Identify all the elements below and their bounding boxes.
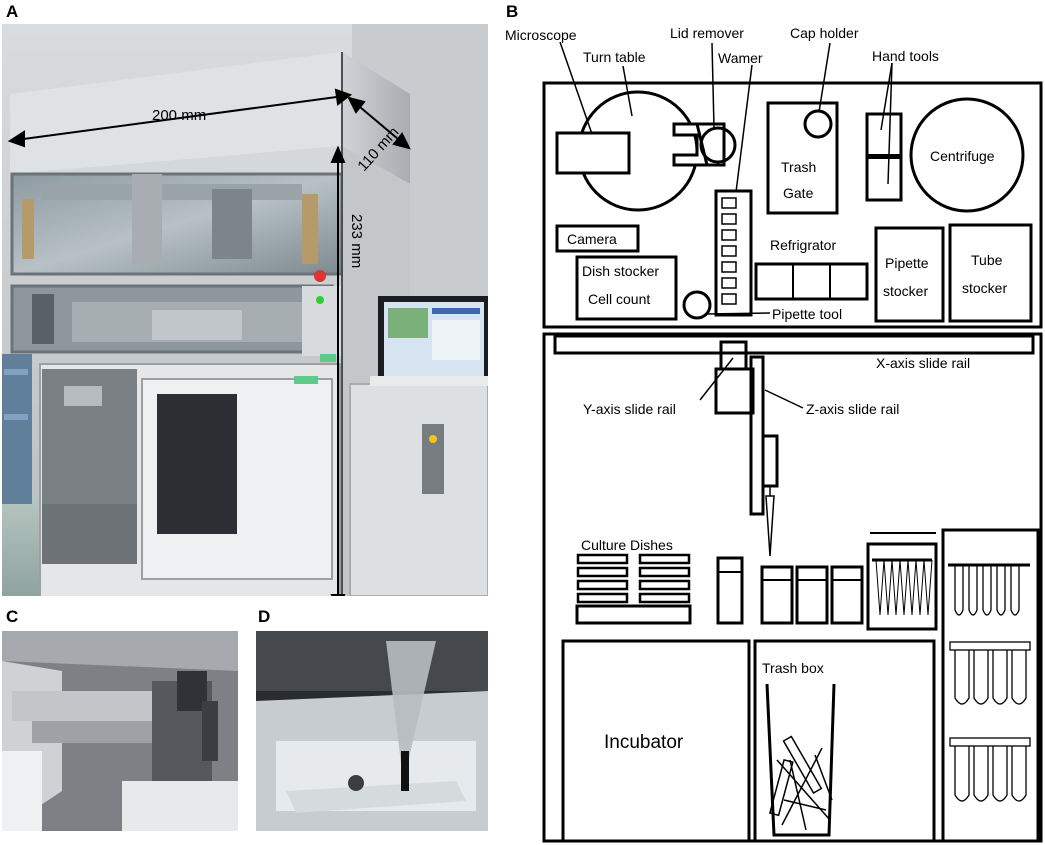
label-tube-stocker-line2: stocker [962, 280, 1007, 296]
label-refrigrator: Refrigrator [770, 237, 836, 253]
panel-label-d: D [258, 607, 271, 626]
panel-label-a: A [6, 2, 19, 21]
warmer [714, 189, 753, 317]
trash-box [753, 639, 936, 843]
incubator [561, 639, 751, 843]
z-axis-head [761, 434, 779, 488]
label-dish-stocker: Dish stocker [582, 263, 659, 279]
camera [555, 224, 640, 253]
panel-label-c: C [6, 607, 19, 626]
label-culture-dishes: Culture Dishes [581, 537, 673, 553]
photo-robot-arm [2, 631, 238, 831]
tube-stocker [948, 223, 1033, 323]
label-pipette-tool: Pipette tool [772, 306, 842, 322]
dish-tray [575, 604, 692, 625]
label-trash-gate-line1: Trash [781, 159, 816, 175]
photo-robot-system: 200 mm 110 mm 233 mm [2, 24, 488, 596]
photo-robot-system-drawing: 200 mm 110 mm 233 mm [2, 24, 488, 596]
label-camera: Camera [567, 231, 617, 247]
label-x-axis-rail: X-axis slide rail [876, 355, 970, 371]
label-trash-box: Trash box [762, 660, 824, 676]
x-axis-rail [553, 334, 1035, 355]
photo-robot-arm-drawing [2, 631, 238, 831]
label-warmer: Wamer [718, 50, 763, 66]
label-pipette-stocker-line2: stocker [883, 283, 928, 299]
cap-holder [803, 109, 833, 139]
label-lid-remover: Lid remover [670, 25, 744, 41]
tube-single [716, 556, 744, 625]
label-hand-tools: Hand tools [872, 48, 939, 64]
tube-rack-area [941, 528, 1040, 843]
label-pipette-stocker-line1: Pipette [885, 255, 929, 271]
label-microscope: Microscope [505, 27, 577, 43]
label-cap-holder: Cap holder [790, 25, 859, 41]
pipette-stocker [874, 226, 945, 323]
lid-remover [672, 122, 726, 167]
dim-width-line [15, 95, 345, 141]
panel-label-b: B [506, 2, 519, 21]
y-axis-carriage [719, 340, 748, 371]
label-cell-count: Cell count [588, 291, 650, 307]
label-trash-gate-line2: Gate [783, 185, 814, 201]
y-axis-block [714, 367, 755, 415]
photo-pipette-slide [256, 631, 488, 831]
centrifuge [909, 97, 1025, 213]
trash-gate [766, 101, 839, 215]
dim-width-label: 200 mm [152, 107, 206, 124]
label-tube-stocker-line1: Tube [971, 252, 1003, 268]
photo-pipette-slide-drawing [256, 631, 488, 831]
pipette-rack [866, 542, 938, 631]
label-centrifuge: Centrifuge [930, 148, 995, 164]
label-z-axis-rail: Z-axis slide rail [806, 401, 899, 417]
refrigerator [754, 262, 869, 301]
dim-depth-line [353, 101, 405, 145]
upper-compartment [542, 81, 1043, 329]
label-incubator: Incubator [604, 732, 684, 753]
label-turn-table: Turn table [583, 49, 646, 65]
label-y-axis-rail: Y-axis slide rail [583, 401, 676, 417]
microscope-block [555, 131, 631, 175]
dim-height-label: 233 mm [348, 214, 365, 268]
pipette-tool [682, 290, 712, 320]
dish-stocker [575, 255, 678, 321]
